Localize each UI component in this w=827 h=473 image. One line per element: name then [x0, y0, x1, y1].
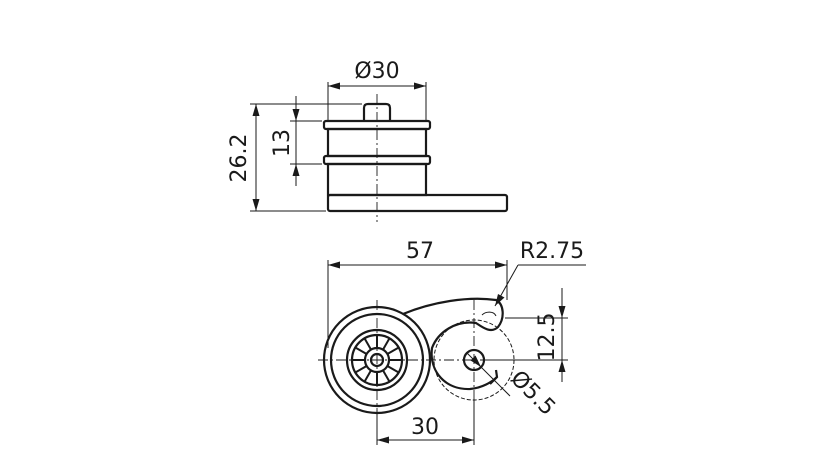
- dim-slot-height-label: 12.5: [535, 313, 560, 362]
- dim-overall-length: 57: [327, 239, 508, 348]
- dim-body-height: 13: [270, 96, 322, 186]
- dim-body-height-label: 13: [270, 129, 295, 157]
- top-view-notch: [481, 311, 497, 317]
- side-view: [322, 94, 509, 222]
- top-view-arm-outline: [402, 297, 504, 391]
- dim-center-distance: 30: [376, 400, 475, 445]
- dim-center-distance-label: 30: [411, 415, 439, 440]
- top-view: [318, 297, 518, 420]
- top-view-arm-lower-edge: [489, 376, 498, 385]
- dim-top-diameter: Ø30: [327, 59, 427, 120]
- dim-overall-length-label: 57: [406, 239, 434, 264]
- side-view-base-plate: [326, 193, 509, 213]
- dim-total-height-label: 26.2: [227, 134, 252, 183]
- dim-hole-diameter-label: Ø5.5: [505, 366, 560, 421]
- dim-top-diameter-label: Ø30: [354, 59, 399, 84]
- dim-radius: R2.75: [494, 239, 586, 307]
- dim-radius-label: R2.75: [520, 239, 584, 264]
- dim-slot-height: 12.5: [486, 288, 568, 382]
- dim-total-height: 26.2: [227, 103, 362, 212]
